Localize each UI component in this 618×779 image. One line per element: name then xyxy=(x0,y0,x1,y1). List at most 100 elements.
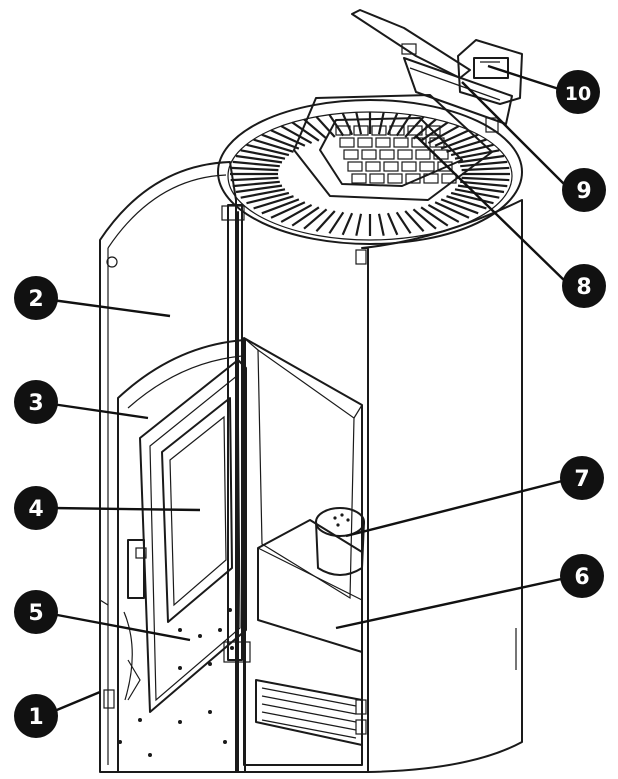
callout-6: 6 xyxy=(560,554,604,598)
grille-slot xyxy=(232,160,280,168)
grille-slot xyxy=(291,121,320,142)
callout-7-label: 7 xyxy=(574,467,589,492)
callout-3-label: 3 xyxy=(28,391,43,416)
burner-pot xyxy=(315,507,365,576)
grille-slot xyxy=(440,133,479,150)
callout-1-label: 1 xyxy=(28,705,43,730)
mesh-cell xyxy=(401,161,417,172)
pellet-mesh-screen xyxy=(319,117,463,187)
mesh-cell xyxy=(441,173,457,184)
mesh-cell xyxy=(405,173,421,184)
leader-5 xyxy=(51,612,191,642)
grille-slot xyxy=(280,125,313,145)
callout-2-label: 2 xyxy=(28,287,43,312)
mesh-cell xyxy=(383,161,399,172)
grille-slot xyxy=(341,112,354,136)
grille-slot xyxy=(261,198,300,215)
grille-slot xyxy=(434,201,470,219)
grille-slot xyxy=(355,112,363,135)
mesh-cell xyxy=(415,149,431,160)
mesh-cell xyxy=(389,125,405,136)
mesh-cell xyxy=(347,161,363,172)
grille-slot xyxy=(246,191,290,205)
hopper-lid xyxy=(351,9,513,133)
mesh-cell xyxy=(393,137,409,148)
grille-slot xyxy=(420,206,449,227)
control-panel xyxy=(457,39,523,105)
mesh-cell xyxy=(425,125,441,136)
grille-slot xyxy=(450,191,494,205)
mesh-cell xyxy=(407,125,423,136)
leader-2 xyxy=(51,298,171,318)
leader-6 xyxy=(335,576,567,630)
grille-slot xyxy=(461,176,510,182)
callout-10: 10 xyxy=(556,70,600,114)
mesh-cell xyxy=(423,173,439,184)
grille-slot xyxy=(240,188,286,199)
mesh-cell xyxy=(339,137,355,148)
grille-slot xyxy=(341,212,354,236)
mesh-cell xyxy=(375,137,391,148)
mesh-cell xyxy=(365,161,381,172)
callout-8-label: 8 xyxy=(576,275,591,300)
grille-slot xyxy=(303,208,328,230)
outer-door-panel xyxy=(99,161,237,773)
grille-slot xyxy=(355,213,363,236)
mesh-cell xyxy=(351,173,367,184)
callout-8: 8 xyxy=(562,264,606,308)
mesh-cell xyxy=(419,161,435,172)
mesh-cell xyxy=(429,137,445,148)
callout-3: 3 xyxy=(14,380,58,424)
grille-slots xyxy=(230,112,510,236)
grille-slot xyxy=(270,129,306,147)
combustion-chamber xyxy=(243,337,363,766)
grille-slot xyxy=(280,203,313,223)
stove-body xyxy=(237,199,523,773)
grille-slot xyxy=(377,213,385,236)
mesh-cell xyxy=(353,125,369,136)
mesh-cell xyxy=(357,137,373,148)
leader-9 xyxy=(461,81,571,191)
leader-8 xyxy=(415,135,569,285)
grille-slot xyxy=(454,188,500,199)
callout-5: 5 xyxy=(14,590,58,634)
leader-10 xyxy=(487,64,563,92)
grille-slot xyxy=(291,206,320,227)
lower-panel-rivets xyxy=(118,710,227,757)
glass-door xyxy=(127,359,247,713)
grille-slot xyxy=(253,195,294,210)
callout-2: 2 xyxy=(14,276,58,320)
grille-slot xyxy=(261,133,300,150)
callout-1: 1 xyxy=(14,694,58,738)
grille-slot xyxy=(377,112,385,135)
callout-9-label: 9 xyxy=(576,179,591,204)
callouts: 1 2 3 4 5 6 7 8 xyxy=(14,70,606,738)
mesh-cell xyxy=(387,173,403,184)
mesh-cell xyxy=(369,173,385,184)
mesh-cell xyxy=(437,161,453,172)
top-grille xyxy=(217,94,523,245)
grille-slot xyxy=(328,211,345,234)
grille-slot xyxy=(457,184,505,194)
callout-7: 7 xyxy=(560,456,604,500)
bottom-vent-grille xyxy=(255,679,363,746)
ash-pan xyxy=(257,519,363,653)
callout-9: 9 xyxy=(562,168,606,212)
grille-slot xyxy=(232,180,280,188)
grille-slot xyxy=(427,125,460,145)
leader-7 xyxy=(345,478,567,538)
leader-1 xyxy=(51,690,101,714)
mesh-grid xyxy=(335,125,457,184)
leader-4 xyxy=(51,506,201,512)
grille-slot xyxy=(404,210,425,233)
grille-slot xyxy=(395,211,412,234)
mesh-cell xyxy=(343,149,359,160)
grille-slot xyxy=(446,195,487,210)
grille-slot xyxy=(328,114,345,137)
grille-slot xyxy=(412,208,437,230)
mesh-cell xyxy=(379,149,395,160)
callout-10-label: 10 xyxy=(565,83,591,105)
callout-6-label: 6 xyxy=(574,565,589,590)
mesh-cell xyxy=(335,125,351,136)
